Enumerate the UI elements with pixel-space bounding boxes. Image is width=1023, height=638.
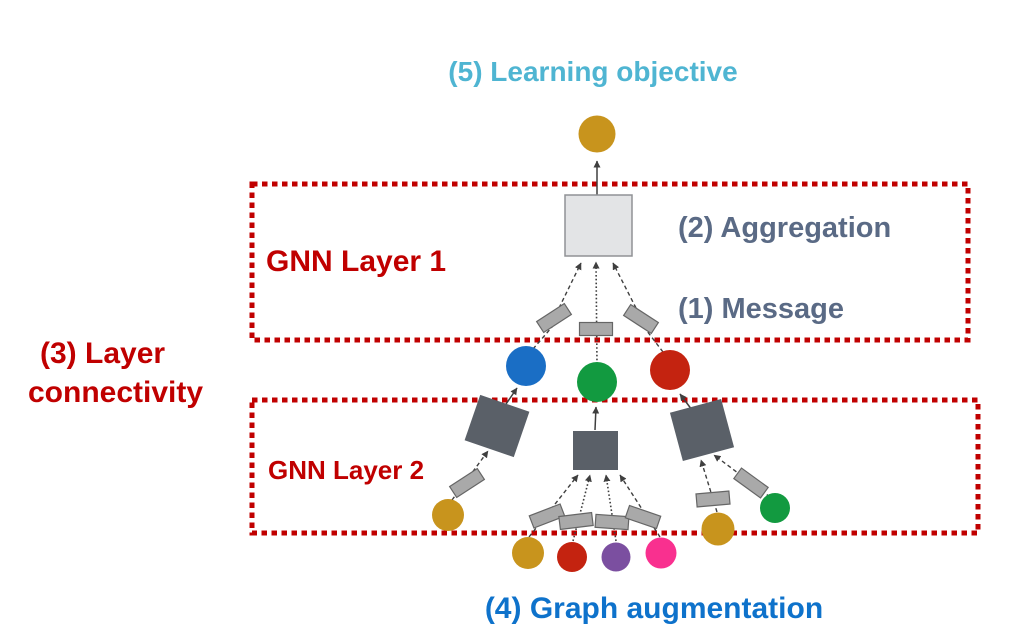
gnn-layer-2-label: GNN Layer 2 — [268, 455, 424, 485]
layer-connectivity-label-line1: (3) Layer — [40, 337, 165, 370]
node-hidden-blue — [506, 346, 546, 386]
aggregation-square-l2-right — [669, 398, 735, 462]
edge-l1-right-lower — [646, 330, 664, 353]
node-input-purple — [601, 542, 631, 572]
layer-connectivity-label-line2: connectivity — [28, 376, 203, 409]
message-rect-l1-right — [622, 303, 660, 335]
edge-l2-in-mid4 — [619, 474, 661, 538]
gnn-layer-1-label: GNN Layer 1 — [266, 245, 446, 278]
edge-l2-out-right — [679, 393, 693, 411]
message-rect-l1-middle — [578, 321, 614, 337]
node-hidden-green — [577, 362, 617, 402]
message-rect-l2-mid4 — [624, 504, 662, 530]
edge-l1-left-lower — [532, 326, 553, 350]
node-input-gold-right — [701, 512, 735, 546]
gnn-layer-1-box — [249, 181, 971, 343]
node-output-gold — [578, 115, 616, 153]
graph-augmentation-label: (4) Graph augmentation — [485, 592, 823, 625]
edge-l2-out-middle — [592, 406, 600, 431]
aggregation-label: (2) Aggregation — [678, 212, 891, 244]
aggregation-square-l2-middle — [573, 431, 618, 470]
learning-objective-label: (5) Learning objective — [448, 56, 737, 87]
message-rect-l2-left — [448, 467, 486, 499]
node-input-green — [760, 493, 790, 523]
node-input-gold-bottom — [512, 537, 544, 569]
edge-l1-right-upper — [612, 262, 637, 309]
node-input-red — [557, 542, 587, 572]
node-input-pink — [645, 537, 677, 569]
node-hidden-red — [650, 350, 690, 390]
node-input-gold-left — [432, 499, 464, 531]
aggregation-square-l2-left — [464, 394, 530, 458]
message-rect-l2-mid3 — [594, 513, 630, 531]
message-rect-l2-mid1 — [528, 503, 566, 529]
message-rect-l1-left — [535, 302, 573, 334]
message-rect-l2-right1 — [695, 490, 731, 508]
edge-l1-middle — [592, 261, 600, 365]
aggregation-square-l1 — [564, 194, 633, 257]
message-label: (1) Message — [678, 293, 844, 325]
message-rect-l2-right2 — [732, 467, 770, 499]
edge-l1-left-upper — [558, 262, 582, 309]
message-rect-l2-mid2 — [558, 511, 594, 531]
edge-l2-in-mid1 — [528, 474, 579, 538]
